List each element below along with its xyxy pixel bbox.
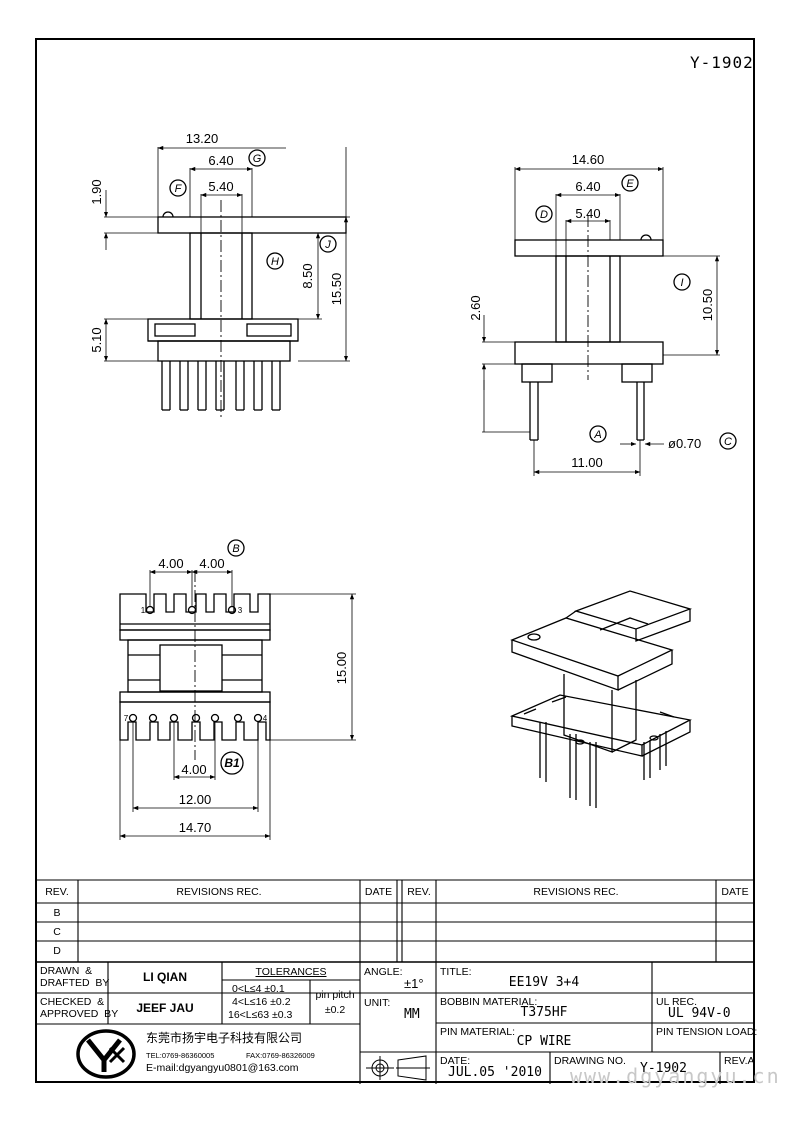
front-view	[103, 145, 350, 420]
pin-tension-label: PIN TENSION LOAD:	[656, 1026, 758, 1038]
dim-side-height: 10.50	[700, 289, 715, 322]
top-view	[119, 539, 356, 840]
callout-d: D	[540, 209, 548, 221]
angle-value: ±1°	[404, 976, 424, 991]
tolerances-label: TOLERANCES	[255, 966, 327, 978]
company-name: 东莞市扬宇电子科技有限公司	[146, 1031, 303, 1045]
rec-header-left: REVISIONS REC.	[176, 886, 262, 898]
rev-row-d: D	[53, 945, 61, 957]
date-value: JUL.05 '2010	[448, 1065, 542, 1080]
callout-f: F	[175, 183, 183, 195]
callout-b: B	[232, 543, 239, 555]
dim-top-height: 15.00	[334, 652, 349, 685]
dim-side-core: 5.40	[575, 206, 600, 221]
callout-c: C	[724, 436, 732, 448]
dim-top-pitch-b: 4.00	[199, 556, 224, 571]
date-label: DATE:	[440, 1055, 471, 1067]
dim-front-inner: 6.40	[208, 153, 233, 168]
rev-row-b: B	[53, 907, 61, 919]
watermark-text: www.dgyangyu.cn	[570, 1064, 781, 1088]
side-view	[481, 166, 737, 476]
dim-pin-diameter: ø0.70	[668, 436, 701, 451]
dim-front-base: 5.10	[89, 327, 104, 352]
dim-bottom-pitch: 4.00	[181, 762, 206, 777]
callout-e: E	[626, 178, 634, 190]
dim-front-core: 5.40	[208, 179, 233, 194]
pin-label-7: 7	[124, 714, 129, 723]
unit-label: UNIT:	[364, 997, 391, 1009]
callout-g: G	[253, 153, 262, 165]
checked-label: CHECKED & APPROVED BY	[40, 996, 119, 1020]
pin-label-3: 3	[238, 606, 243, 615]
rev-label: REV.A	[724, 1055, 755, 1067]
company-tel: TEL:0769-86360005	[146, 1051, 215, 1060]
rev-header-right: REV.	[407, 886, 431, 898]
drawing-sheet	[35, 38, 755, 1083]
dim-top-pitch-a: 4.00	[158, 556, 183, 571]
dim-overall-width: 14.70	[179, 820, 212, 835]
dim-front-winding: 8.50	[300, 263, 315, 288]
projection-symbol-icon	[366, 1055, 430, 1081]
date-header-left: DATE	[364, 886, 393, 898]
pin-pitch-label: pin pitch	[315, 989, 355, 1001]
dim-front-width: 13.20	[186, 131, 219, 146]
bobbin-material-label: BOBBIN MATERIAL:	[440, 996, 538, 1008]
tolerance-3: 16<L≤63 ±0.3	[228, 1009, 293, 1021]
company-fax: FAX:0769-86326009	[246, 1051, 315, 1060]
callout-h: H	[271, 256, 279, 268]
pin-label-4: 4	[263, 714, 268, 723]
title-value: EE19V 3+4	[508, 975, 580, 990]
pin-material-label: PIN MATERIAL:	[440, 1026, 516, 1038]
ul-rec-value: UL 94V-0	[668, 1006, 731, 1021]
tolerance-2: 4<L≤16 ±0.2	[232, 996, 291, 1008]
rev-row-c: C	[53, 926, 61, 938]
company-logo	[76, 1029, 136, 1079]
callout-i: I	[680, 277, 683, 289]
dim-side-width: 14.60	[572, 152, 605, 167]
drawn-name: LI QIAN	[143, 970, 187, 984]
dim-side-base: 2.60	[468, 295, 483, 320]
callout-b1: B1	[224, 756, 240, 770]
pin-pitch-value: ±0.2	[324, 1004, 346, 1016]
bobbin-material-value: T375HF	[520, 1005, 568, 1020]
dim-front-height: 15.50	[329, 273, 344, 306]
company-email: E-mail:dgyangyu0801@163.com	[146, 1062, 299, 1074]
angle-label: ANGLE:	[364, 966, 403, 978]
ul-rec-label: UL REC.	[656, 996, 698, 1008]
dim-pin-span: 11.00	[571, 455, 603, 470]
unit-value: MM	[404, 1007, 420, 1022]
dim-front-flange: 1.90	[89, 179, 104, 204]
pin-label-1: 1	[141, 606, 146, 615]
dim-side-inner: 6.40	[575, 179, 600, 194]
isometric-view	[509, 590, 693, 808]
pin-material-value: CP WIRE	[516, 1034, 572, 1049]
callout-a: A	[593, 429, 601, 441]
title-label: TITLE:	[440, 966, 472, 978]
drawing-no-value: Y-1902	[640, 1061, 687, 1076]
dim-bottom-span: 12.00	[179, 792, 212, 807]
drawing-no-label: DRAWING NO.	[554, 1055, 626, 1067]
callout-j: J	[324, 239, 331, 251]
date-header-right: DATE	[721, 886, 749, 898]
tolerance-1: 0<L≤4 ±0.1	[232, 983, 285, 995]
rev-header-left: REV.	[45, 886, 69, 898]
drawing-number: Y-1902	[690, 53, 754, 72]
rec-header-right: REVISIONS REC.	[533, 886, 619, 898]
title-block-grid	[36, 879, 754, 1084]
checked-name: JEEF JAU	[136, 1001, 194, 1015]
drawn-label: DRAWN & DRAFTED BY	[40, 965, 110, 989]
